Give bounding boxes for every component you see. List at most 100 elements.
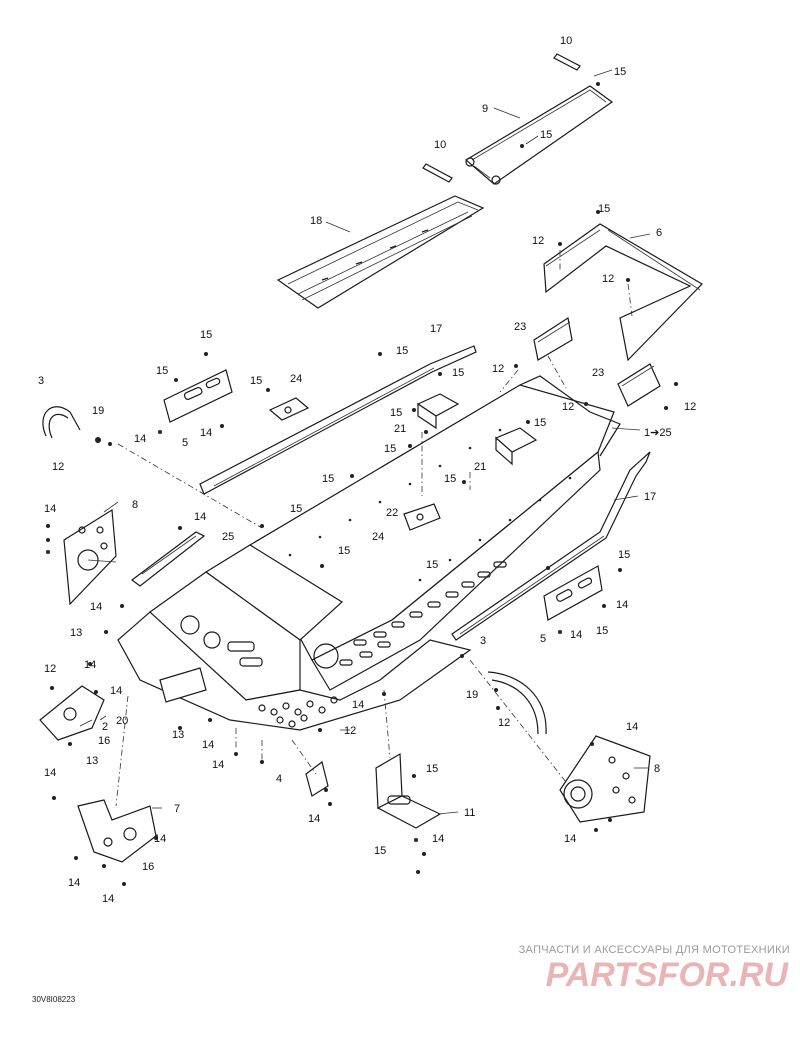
part-23-bracket-a [533, 317, 573, 361]
part-5-support-right [543, 565, 603, 621]
callout-14: 14 [102, 893, 114, 905]
callout-15: 15 [338, 545, 350, 557]
callout-18: 18 [310, 215, 322, 227]
part-21-block-b [494, 427, 538, 466]
callout-14: 14 [134, 433, 146, 445]
part-8-plate-right [559, 735, 651, 823]
callout-12: 12 [684, 401, 696, 413]
callout-19: 19 [466, 689, 478, 701]
part-7-bracket [77, 799, 157, 863]
part-20-bracket [39, 685, 105, 741]
callout-15: 15 [444, 473, 456, 485]
callout-15: 15 [250, 375, 262, 387]
callout-1-to-25: 1➔25 [644, 427, 672, 439]
callout-15: 15 [534, 417, 546, 429]
callout-2: 2 [102, 721, 108, 733]
callout-19: 19 [92, 405, 104, 417]
watermark-logo: PARTSFOR.RU [546, 956, 790, 994]
callout-14: 14 [212, 759, 224, 771]
callout-21: 21 [474, 461, 486, 473]
callout-14: 14 [352, 699, 364, 711]
callout-15: 15 [598, 203, 610, 215]
part-10-strip-lower [422, 163, 453, 183]
callout-14: 14 [154, 833, 166, 845]
callout-15: 15 [596, 625, 608, 637]
part-9-cover-plate [464, 85, 614, 185]
callout-14: 14 [68, 877, 80, 889]
callout-14: 14 [84, 659, 96, 671]
callout-15: 15 [540, 129, 552, 141]
part-6-rear-guard [543, 223, 703, 362]
callout-17: 17 [430, 323, 442, 335]
callout-15: 15 [322, 473, 334, 485]
callout-17: 17 [644, 491, 656, 503]
part-10-strip-upper [553, 53, 581, 71]
callout-16: 16 [142, 861, 154, 873]
callout-14: 14 [202, 739, 214, 751]
callout-14: 14 [110, 685, 122, 697]
callout-15: 15 [396, 345, 408, 357]
part-8-plate-left [63, 508, 117, 606]
part-11-step-bracket [375, 752, 442, 829]
svg-text:PARTSFOR.RU: PARTSFOR.RU [546, 956, 790, 994]
part-4-bracket [305, 760, 329, 797]
callout-14: 14 [194, 511, 206, 523]
callout-15: 15 [374, 845, 386, 857]
callout-20: 20 [116, 715, 128, 727]
callout-6: 6 [656, 227, 662, 239]
callout-13: 13 [70, 627, 82, 639]
part-17-rail-right [451, 451, 651, 641]
part-23-bracket-b [617, 363, 661, 407]
callout-14: 14 [432, 833, 444, 845]
callout-14: 14 [44, 503, 56, 515]
callout-12: 12 [602, 273, 614, 285]
callout-8: 8 [132, 499, 138, 511]
callout-23: 23 [592, 367, 604, 379]
callout-13: 13 [86, 755, 98, 767]
callout-12: 12 [532, 235, 544, 247]
callout-3: 3 [38, 375, 44, 387]
callout-14: 14 [626, 721, 638, 733]
callout-15: 15 [614, 66, 626, 78]
drawing-code: 30V8I08223 [32, 995, 76, 1004]
callout-22: 22 [386, 507, 398, 519]
callout-11: 11 [464, 807, 475, 819]
footrest-slots [339, 561, 507, 666]
callout-15: 15 [426, 763, 438, 775]
hardware-fasteners [46, 82, 678, 886]
callout-10: 10 [560, 35, 572, 47]
tunnel-chassis [117, 375, 621, 731]
part-21-block-a [416, 393, 460, 430]
callout-8: 8 [654, 763, 660, 775]
callout-5: 5 [540, 633, 546, 645]
callout-15: 15 [618, 549, 630, 561]
assembly-leader-lines [115, 250, 633, 807]
callout-25: 25 [222, 531, 234, 543]
callout-12: 12 [44, 663, 56, 675]
part-3-handle-right [487, 671, 547, 735]
part-5-support-left [163, 369, 233, 423]
callout-10: 10 [434, 139, 446, 151]
callout-labels: 10 15 9 15 10 18 15 6 12 12 23 23 12 12 … [38, 35, 696, 905]
callout-12: 12 [562, 401, 574, 413]
callout-4: 4 [276, 773, 282, 785]
callout-13: 13 [172, 729, 184, 741]
callout-14: 14 [90, 601, 102, 613]
watermark-tagline: ЗАПЧАСТИ И АКСЕССУАРЫ ДЛЯ МОТОТЕХНИКИ [518, 944, 790, 956]
callout-14: 14 [616, 599, 628, 611]
callout-24: 24 [372, 531, 384, 543]
callout-14: 14 [44, 767, 56, 779]
part-13-plate [159, 667, 207, 703]
callout-15: 15 [200, 329, 212, 341]
callout-15: 15 [390, 407, 402, 419]
callout-12: 12 [52, 461, 64, 473]
callout-15: 15 [156, 365, 168, 377]
callout-7: 7 [174, 803, 180, 815]
footrest-holes [258, 696, 338, 728]
rivet-rows [288, 428, 572, 582]
part-22-bracket [403, 503, 441, 531]
part-24-plate-upper [268, 397, 310, 421]
part-25-rail [131, 531, 206, 587]
part-18-slide-plate [276, 195, 485, 309]
